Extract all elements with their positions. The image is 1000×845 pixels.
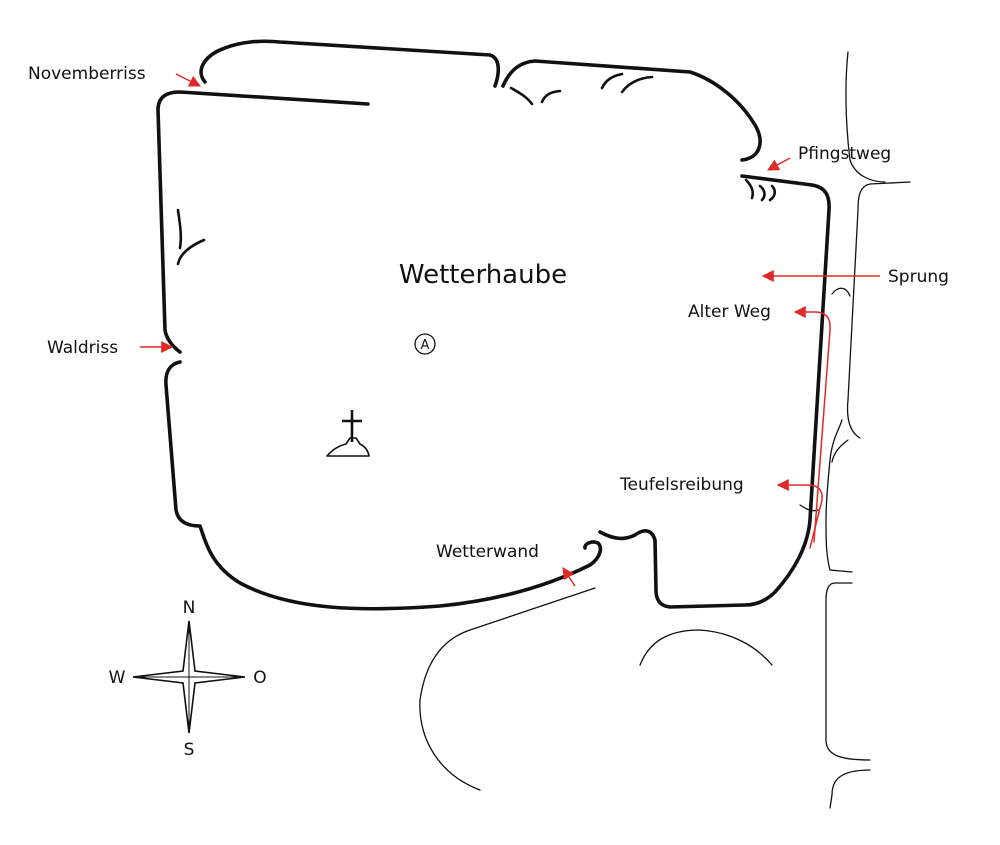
label-wetterwand: Wetterwand	[436, 542, 539, 562]
label-novemberriss: Novemberriss	[28, 64, 146, 84]
summit-marker: A	[414, 333, 436, 355]
svg-text:A: A	[421, 338, 430, 353]
rock-outline	[156, 39, 831, 611]
summit-cross-icon	[326, 410, 370, 457]
label-teufelsreibung: Teufelsreibung	[619, 475, 744, 495]
compass-south: S	[184, 740, 195, 760]
label-waldriss: Waldriss	[47, 338, 118, 358]
climbing-routes	[777, 311, 831, 549]
label-sprung: Sprung	[888, 267, 949, 287]
compass-north: N	[183, 598, 196, 618]
label-pfingstweg: Pfingstweg	[798, 144, 891, 164]
route-line-alter-weg	[799, 311, 831, 543]
compass-west: W	[109, 668, 126, 688]
compass-east: O	[253, 668, 266, 688]
terrain-lines	[419, 51, 911, 809]
rock-details	[176, 72, 777, 266]
map-title: Wetterhaube	[399, 260, 567, 290]
compass-rose-icon: N S W O	[109, 598, 267, 760]
route-line-teufelsreibung	[777, 484, 823, 549]
label-alter-weg: Alter Weg	[688, 302, 771, 322]
